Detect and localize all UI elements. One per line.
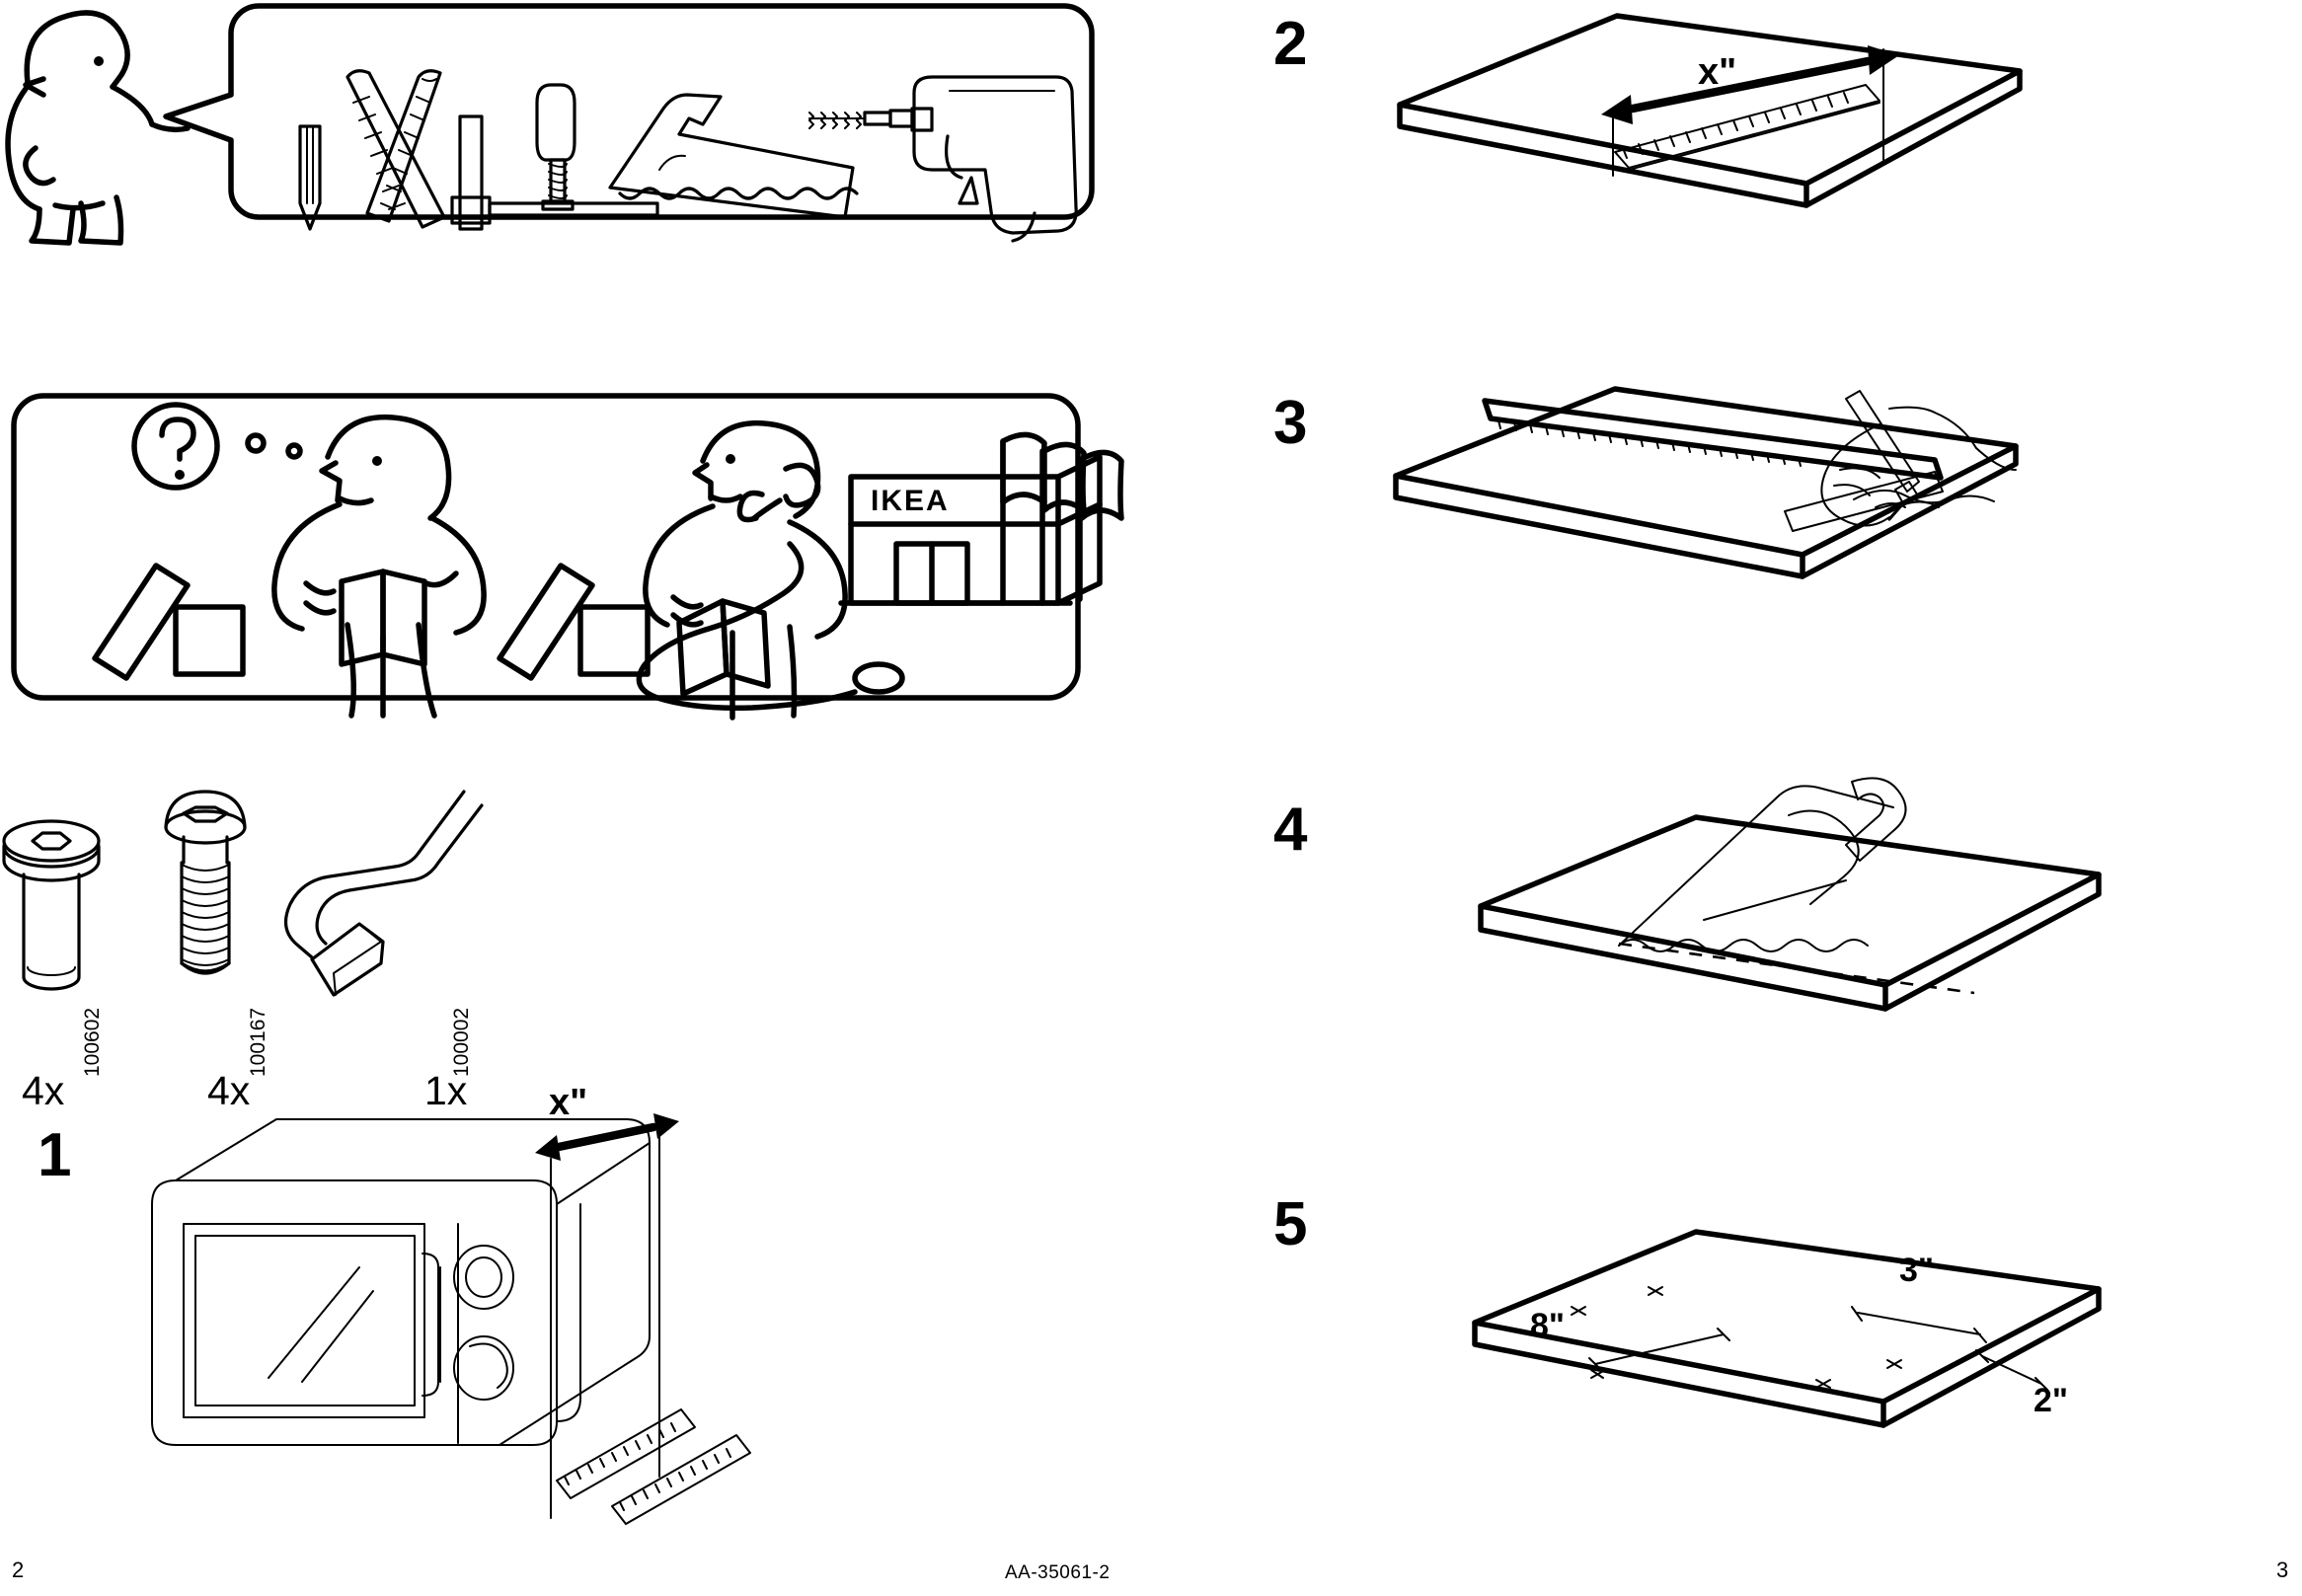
folding-ruler [1614,84,1880,171]
step-number-4: 4 [1273,796,1307,864]
screw-icon [164,790,247,975]
step-mark-holes: 8" 3" 2" [1382,1214,2112,1530]
step5-offset-label: 3" [1899,1252,1935,1289]
part-quantity-2: 1x [424,1068,468,1113]
edge-margin-dimension [1975,1349,2048,1391]
folding-ruler [556,1408,751,1525]
step-number-3: 3 [1273,389,1307,457]
step1-depth-label: x" [549,1082,588,1123]
part-quantity-1: 4x [207,1068,251,1113]
shelf-depth-dimension [1601,45,1899,177]
cut-line [1618,942,1975,995]
step-mark-cut-line [1382,385,2112,642]
step5-spacing-label: 8" [1530,1307,1566,1344]
hand-with-pencil [1820,390,2017,527]
shelf-board [1472,1229,2102,1428]
pencil-icon [298,124,322,231]
electric-drill-icon [808,75,1078,243]
screwdriver-icon [535,83,576,211]
document-code: AA-35061-2 [1005,1562,1111,1583]
edge-offset-dimension [1851,1306,1987,1343]
person-phone-icon [636,419,905,721]
step-measure-shelf: x" [1382,10,2073,296]
ikea-wordmark: IKEA [871,485,950,517]
allen-key-icon [283,790,484,997]
board-and-panel-icon-left [92,563,246,681]
page-number-left: 2 [12,1558,25,1582]
clamp-icon [450,114,659,231]
handsaw-icon [1618,777,1907,952]
microwave-oven [151,1118,651,1446]
straightedge [1482,398,1944,481]
drill-marks [1571,1286,1902,1389]
ikea-store-icon: IKEA [838,431,1124,606]
shelf-board [1397,13,2023,208]
barrel-nut-icon [2,819,101,991]
step2-depth-label: x" [1698,51,1737,93]
person-reading-icon [271,414,487,719]
step5-margin-label: 2" [2033,1382,2069,1419]
part-number-0: 100602 [81,1007,104,1077]
shelf-board [1478,814,2102,1012]
person-pointing-icon [5,10,191,246]
step-number-5: 5 [1273,1190,1307,1258]
cross-straightedge [1784,471,1944,532]
customer-service-panel: IKEA [0,390,1124,721]
step-saw-board [1382,770,2112,1125]
handsaw-icon [608,93,859,219]
board-and-panel-icon-right [497,563,651,681]
part-quantity-0: 4x [22,1068,65,1113]
step-measure-microwave: x" [118,1084,751,1540]
page-number-right: 3 [2276,1558,2289,1582]
shelf-board [1393,386,2019,579]
parts-list: 100602 100167 100002 4x 4x 1x [0,790,553,1111]
tools-bubble [163,3,1095,220]
part-number-2: 100002 [450,1007,473,1077]
step-number-2: 2 [1273,10,1307,78]
tools-required-panel [0,0,1096,247]
step-number-1: 1 [38,1121,71,1189]
hole-spacing-dimension [1588,1328,1730,1379]
folding-ruler-icon [345,69,446,229]
question-mark-icon [131,402,303,491]
depth-dimension [535,1113,679,1519]
part-number-1: 100167 [247,1007,269,1077]
